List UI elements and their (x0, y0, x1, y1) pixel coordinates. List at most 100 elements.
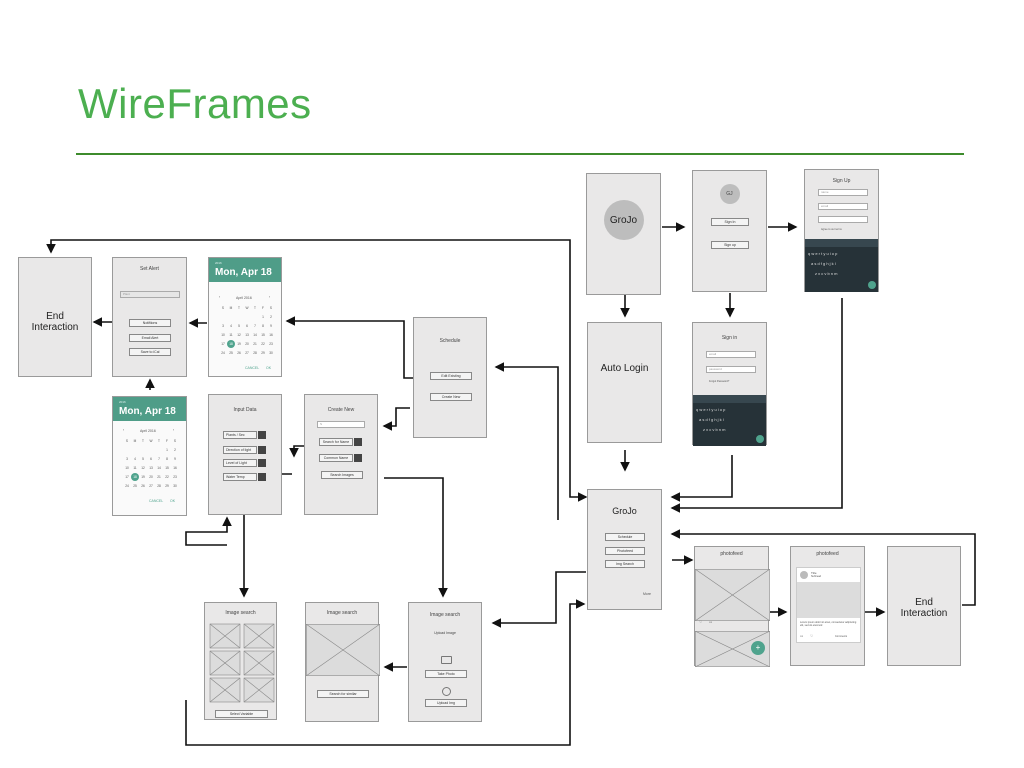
calendar-day[interactable]: 6 (246, 324, 248, 328)
calendar-day[interactable]: 3 (222, 324, 224, 328)
search-images-button[interactable]: Search Images (321, 471, 363, 479)
input-row-action[interactable] (258, 473, 266, 481)
calendar-day[interactable]: 3 (126, 457, 128, 461)
calendar-prev-icon[interactable]: ‹ (219, 295, 221, 299)
keyboard-enter-key[interactable] (868, 281, 876, 289)
screen-auto-login[interactable]: Auto Login (587, 322, 662, 443)
calendar-day[interactable]: 8 (166, 457, 168, 461)
calendar-day[interactable]: 4 (134, 457, 136, 461)
keyboard-row-1[interactable]: q w e r t y u i o p (696, 407, 726, 412)
calendar-cancel-button[interactable]: CANCEL (245, 366, 260, 370)
screen-image-search-grid[interactable]: Image search Select Variable (204, 602, 277, 720)
calendar-day[interactable]: 25 (229, 351, 233, 355)
home-schedule-button[interactable]: Schedule (605, 533, 645, 541)
keyboard-row-3[interactable]: z x c v b n m (815, 271, 838, 276)
signin-password-field[interactable]: password (706, 366, 756, 373)
signup-password-field[interactable] (818, 216, 868, 223)
screen-image-search-single[interactable]: Image search Search for similar (305, 602, 380, 722)
calendar-day[interactable]: 2 (270, 315, 272, 319)
calendar-day[interactable]: 14 (253, 333, 257, 337)
calendar-ok-button[interactable]: OK (170, 499, 176, 503)
calendar-day[interactable]: 11 (133, 466, 137, 470)
screen-set-alert[interactable]: Set Alert Plant Notifiions Email Alert S… (112, 257, 187, 377)
signin-choice-button[interactable]: Sign In (711, 218, 749, 226)
search-similar-button[interactable]: Search for similar (317, 690, 369, 698)
calendar-day[interactable]: 24 (125, 484, 129, 488)
signup-choice-button[interactable]: Sign up (711, 241, 749, 249)
calendar-day[interactable]: 29 (261, 351, 265, 355)
comment-icon[interactable]: ▭ (709, 620, 713, 624)
calendar-day[interactable]: 22 (165, 475, 169, 479)
screen-grojo-home[interactable]: GroJo Schedule Photofeed Img Search More (587, 489, 662, 610)
edit-existing-button[interactable]: Edit Existing (430, 372, 472, 380)
input-row-action[interactable] (258, 459, 266, 467)
upload-img-button[interactable]: Upload Img (425, 699, 467, 707)
keyboard-row-2[interactable]: a s d f g h j k l (699, 417, 724, 422)
keyboard-row-2[interactable]: a s d f g h j k l (811, 261, 836, 266)
calendar-day[interactable]: 10 (221, 333, 225, 337)
home-more-link[interactable]: More (643, 592, 651, 596)
calendar-day[interactable]: 12 (141, 466, 145, 470)
calendar-day[interactable]: 10 (125, 466, 129, 470)
calendar-day[interactable]: 7 (254, 324, 256, 328)
calendar-day[interactable]: 16 (269, 333, 273, 337)
calendar-day[interactable] (139, 446, 147, 454)
calendar-day[interactable] (251, 313, 259, 321)
calendar-day[interactable] (131, 446, 139, 454)
calendar-day[interactable] (155, 446, 163, 454)
calendar-cancel-button[interactable]: CANCEL (149, 499, 164, 503)
signup-keyboard[interactable]: q w e r t y u i o p a s d f g h j k l z … (805, 239, 878, 292)
calendar-day[interactable]: 23 (173, 475, 177, 479)
screen-signin-form[interactable]: Sign in email password Forgot Password? … (692, 322, 767, 446)
calendar-day[interactable]: 27 (149, 484, 153, 488)
calendar-day[interactable]: 16 (173, 466, 177, 470)
signup-name-field[interactable]: name (818, 189, 868, 196)
input-row-action[interactable] (258, 446, 266, 454)
calendar-day[interactable]: 12 (237, 333, 241, 337)
screen-end-interaction-right[interactable]: End Interaction (887, 546, 961, 666)
create-new-button[interactable]: Create New (430, 393, 472, 401)
calendar-day[interactable]: 19 (141, 475, 145, 479)
calendar-day[interactable]: 9 (270, 324, 272, 328)
common-name-field[interactable]: Common Name (319, 454, 353, 462)
create-new-select[interactable]: S (317, 421, 365, 428)
keyboard-row-1[interactable]: q w e r t y u i o p (808, 251, 838, 256)
calendar-day[interactable]: 26 (141, 484, 145, 488)
signup-terms-label[interactable]: Agree to our terms (821, 228, 842, 231)
calendar-day[interactable]: 7 (158, 457, 160, 461)
calendar-day[interactable]: 15 (165, 466, 169, 470)
screen-end-interaction-left[interactable]: End Interaction (18, 257, 92, 377)
alert-email-button[interactable]: Email Alert (129, 334, 171, 342)
keyboard-row-3[interactable]: z x c v b n m (703, 427, 726, 432)
home-img-search-button[interactable]: Img Search (605, 560, 645, 568)
home-photofeed-button[interactable]: Photofeed (605, 547, 645, 555)
screen-signin-choice[interactable]: GJ Sign In Sign up (692, 170, 767, 292)
signup-email-field[interactable]: email (818, 203, 868, 210)
calendar-day[interactable]: 11 (229, 333, 233, 337)
calendar-day[interactable]: 28 (253, 351, 257, 355)
alert-plant-field[interactable]: Plant (120, 291, 180, 298)
input-row-action[interactable] (258, 431, 266, 439)
calendar-day[interactable]: 8 (262, 324, 264, 328)
calendar-day[interactable]: 24 (221, 351, 225, 355)
calendar-day[interactable]: 20 (245, 342, 249, 346)
keyboard-enter-key[interactable] (756, 435, 764, 443)
calendar-day[interactable]: 15 (261, 333, 265, 337)
calendar-day[interactable]: 13 (149, 466, 153, 470)
calendar-day[interactable]: 13 (245, 333, 249, 337)
calendar-day[interactable] (123, 446, 131, 454)
heart-icon[interactable]: ♡ (699, 620, 703, 624)
post-card[interactable]: Title Subhead Lorem ipsum dolor sit amet… (796, 567, 861, 643)
select-variable-button[interactable]: Select Variable (215, 710, 268, 718)
add-post-fab[interactable]: + (751, 641, 765, 655)
forgot-password-link[interactable]: Forgot Password? (709, 380, 730, 383)
calendar-day[interactable]: 18 (131, 473, 139, 481)
heart-icon[interactable]: ♡ (810, 634, 814, 638)
calendar-next-icon[interactable]: › (269, 295, 271, 299)
calendar-day[interactable]: 27 (245, 351, 249, 355)
calendar-day[interactable]: 26 (237, 351, 241, 355)
search-name-action[interactable] (354, 438, 362, 446)
signin-keyboard[interactable]: q w e r t y u i o p a s d f g h j k l z … (693, 395, 766, 446)
